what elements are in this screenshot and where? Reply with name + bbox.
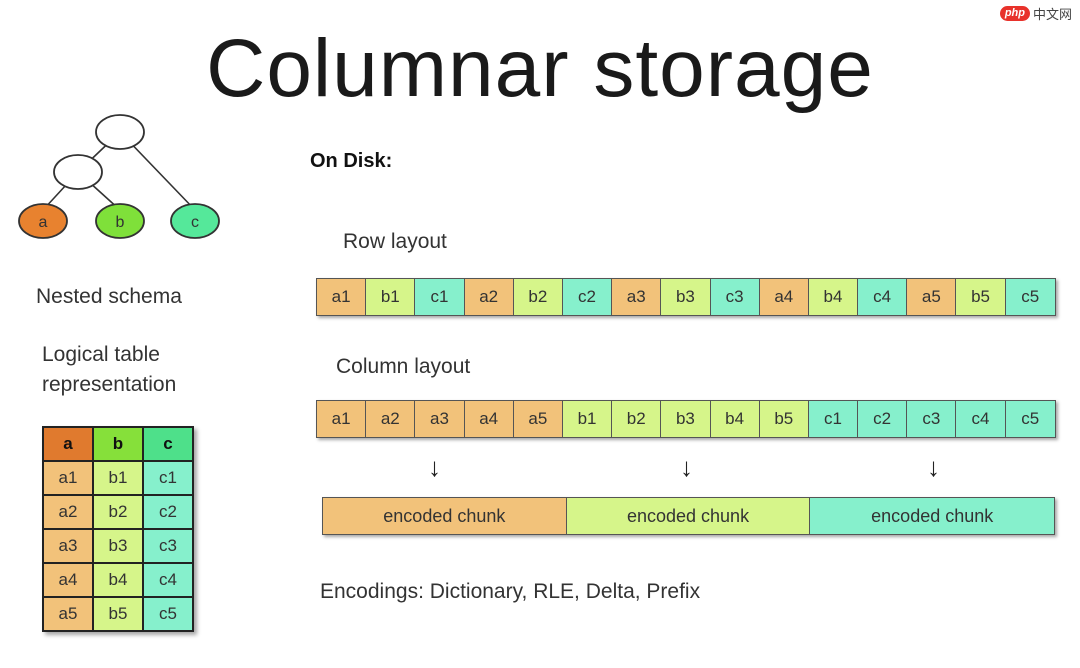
layout-cell: a4 <box>464 401 514 437</box>
down-arrow-icon: ↓ <box>927 452 940 482</box>
table-cell: b2 <box>92 494 144 530</box>
tree-leaf-b-label: b <box>116 214 125 231</box>
logical-table: a b c a1 b1 c1 a2 b2 c2 a3 b3 c3 a4 b4 c… <box>42 426 194 632</box>
page-title: Columnar storage <box>206 23 874 114</box>
layout-cell: a2 <box>366 401 416 437</box>
column-layout-label: Column layout <box>336 355 471 378</box>
layout-cell: c1 <box>808 401 859 437</box>
watermark-logo: php <box>999 6 1030 21</box>
layout-cell: a2 <box>464 279 514 315</box>
layout-cell: c5 <box>1005 279 1055 315</box>
layout-cell: b2 <box>513 279 563 315</box>
table-cell: c5 <box>142 596 194 632</box>
table-cell: a4 <box>42 562 94 598</box>
table-cell: a5 <box>42 596 94 632</box>
table-row: a1 b1 c1 <box>42 460 194 496</box>
layout-cell: b1 <box>562 401 613 437</box>
table-cell: c3 <box>142 528 194 564</box>
layout-cell: a5 <box>907 279 957 315</box>
watermark-text: 中文网 <box>1032 7 1072 22</box>
layout-cell: b5 <box>759 401 809 437</box>
layout-cell: c2 <box>562 279 613 315</box>
tree-inner-node <box>53 154 103 190</box>
header-b: b <box>92 426 144 462</box>
layout-cell: b3 <box>661 401 711 437</box>
tree-leaf-a <box>18 203 68 239</box>
layout-cell: b5 <box>956 279 1006 315</box>
layout-cell: a4 <box>759 279 809 315</box>
header-a: a <box>42 426 94 462</box>
layout-cell: b4 <box>710 401 760 437</box>
table-cell: c2 <box>142 494 194 530</box>
tree-leaf-c-label: c <box>191 214 199 231</box>
encoded-chunks: encoded chunk encoded chunk encoded chun… <box>322 497 1056 535</box>
table-cell: a3 <box>42 528 94 564</box>
layout-cell: c5 <box>1005 401 1055 437</box>
encodings-text: Encodings: Dictionary, RLE, Delta, Prefi… <box>320 580 701 603</box>
table-cell: a2 <box>42 494 94 530</box>
table-row: a5 b5 c5 <box>42 596 194 632</box>
table-row: a3 b3 c3 <box>42 528 194 564</box>
layout-cell: c4 <box>858 279 908 315</box>
watermark: php 中文网 <box>999 4 1072 23</box>
encoded-chunk-c: encoded chunk <box>810 498 1055 534</box>
nested-schema-label: Nested schema <box>36 285 182 308</box>
layout-cell: b3 <box>661 279 711 315</box>
table-cell: a1 <box>42 460 94 496</box>
table-cell: b5 <box>92 596 144 632</box>
layout-cell: c1 <box>415 279 465 315</box>
layout-cell: c3 <box>907 401 957 437</box>
layout-cell: b1 <box>366 279 416 315</box>
nested-schema-tree: a b c <box>18 114 220 239</box>
down-arrow-icon: ↓ <box>680 452 693 482</box>
layout-cell: c3 <box>710 279 760 315</box>
layout-cell: b2 <box>612 401 662 437</box>
layout-cell: a1 <box>317 279 367 315</box>
tree-leaf-c <box>170 203 220 239</box>
table-row: a2 b2 c2 <box>42 494 194 530</box>
logical-label-line2: representation <box>42 373 177 396</box>
encoded-chunk-a: encoded chunk <box>323 498 567 534</box>
table-cell: b1 <box>92 460 144 496</box>
tree-root-node <box>95 114 145 150</box>
tree-leaf-b <box>95 203 145 239</box>
layout-cell: a5 <box>513 401 563 437</box>
header-c: c <box>142 426 194 462</box>
layout-cell: c2 <box>858 401 908 437</box>
layout-cell: a3 <box>415 401 465 437</box>
tree-leaf-a-label: a <box>39 214 48 231</box>
table-cell: c4 <box>142 562 194 598</box>
logical-table-label: Logical table representation <box>42 340 176 400</box>
layout-cell: c4 <box>956 401 1006 437</box>
table-cell: b3 <box>92 528 144 564</box>
table-cell: b4 <box>92 562 144 598</box>
row-layout-label: Row layout <box>343 230 447 253</box>
logical-table-header: a b c <box>42 426 194 462</box>
layout-cell: b4 <box>808 279 859 315</box>
logical-label-line1: Logical table <box>42 343 160 366</box>
down-arrow-icon: ↓ <box>428 452 441 482</box>
layout-cell: a3 <box>612 279 662 315</box>
layout-cell: a1 <box>317 401 367 437</box>
on-disk-heading: On Disk: <box>310 150 393 172</box>
table-row: a4 b4 c4 <box>42 562 194 598</box>
table-cell: c1 <box>142 460 194 496</box>
encoded-chunk-b: encoded chunk <box>566 498 811 534</box>
